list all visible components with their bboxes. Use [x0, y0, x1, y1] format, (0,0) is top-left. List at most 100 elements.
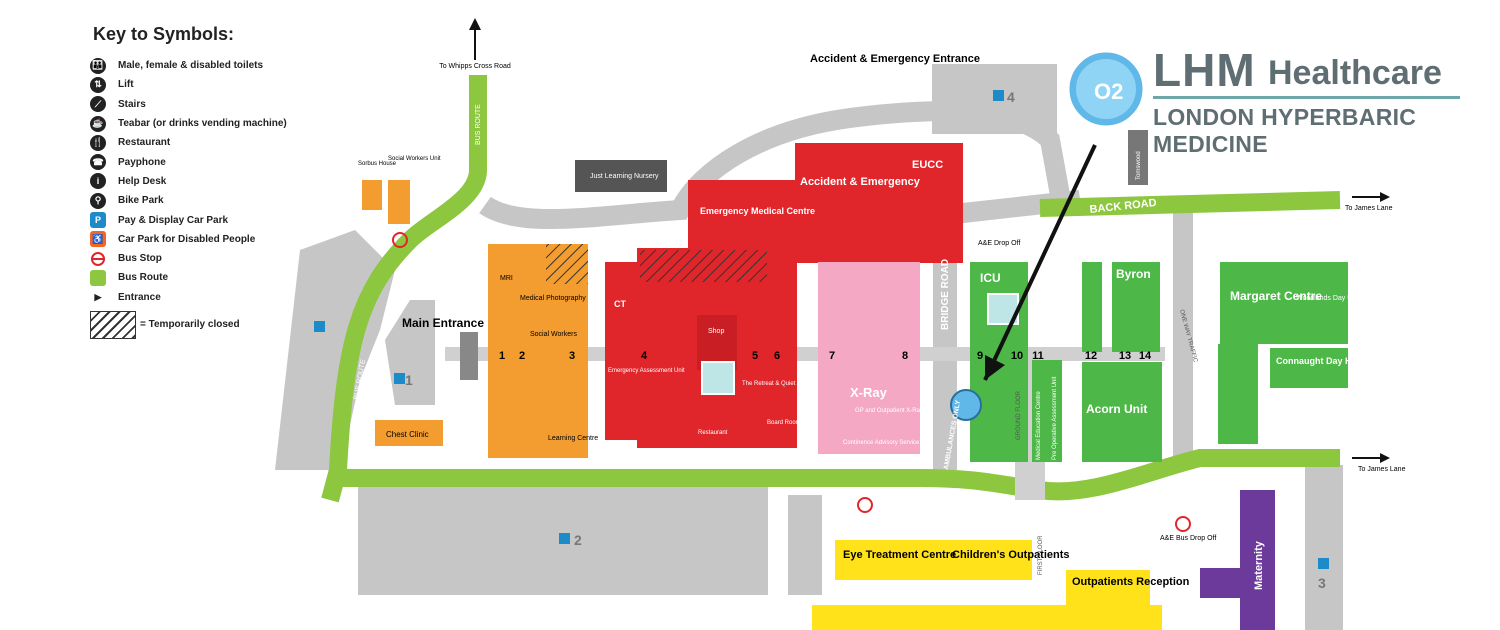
- medical-photography-label: Medical Photography: [520, 295, 586, 302]
- stairs-icon: ⟋: [90, 96, 106, 113]
- restaurant-label: Restaurant: [698, 430, 728, 436]
- bus-route-south: [338, 449, 1340, 501]
- key-row: Bus Stop: [90, 249, 287, 268]
- closed-area-orange: [546, 244, 588, 284]
- margaret-centre-label: Margaret Centre: [1230, 289, 1322, 303]
- east-arrowhead-2: [1380, 453, 1390, 463]
- bus-stop-icon-2: [857, 497, 873, 513]
- outpatients-block: [812, 605, 1162, 630]
- p3-number: 3: [1318, 575, 1326, 591]
- entrance-icon: ▶: [94, 291, 102, 302]
- p1-sign: [394, 373, 405, 384]
- p3-sign: [1318, 558, 1329, 569]
- key-row: ♿Car Park for Disabled People: [90, 230, 287, 249]
- lhm-location-marker[interactable]: [950, 389, 982, 421]
- o2-text: O2: [1094, 79, 1123, 104]
- childrens-outpatients-label: Children's Outpatients: [952, 549, 1070, 561]
- toilets-icon: 👪: [90, 57, 106, 74]
- bus-stop-icon: [90, 251, 106, 267]
- gp-xray-label: GP and Outpatient X-Ray: [855, 408, 923, 414]
- woodlands-label: Woodlands Day Unit: [1296, 295, 1360, 302]
- ct-building: [605, 262, 637, 440]
- to-james-label-1: To James Lane: [1345, 205, 1393, 212]
- key-row: ☎Payphone: [90, 152, 287, 171]
- emergency-medical-centre-label: Emergency Medical Centre: [700, 206, 815, 216]
- corridor-number: 2: [519, 350, 525, 362]
- p1-number: 1: [405, 372, 413, 388]
- ae-label: Accident & Emergency: [800, 176, 921, 188]
- corridor-number: 6: [774, 350, 780, 362]
- car-park-small-area: [788, 495, 822, 595]
- eucc-label: EUCC: [912, 159, 943, 171]
- east-arrowhead-1: [1380, 192, 1390, 202]
- restaurant-icon: 🍴: [90, 134, 106, 151]
- brand-tagline: LONDON HYPERBARIC MEDICINE: [1153, 104, 1417, 157]
- help-desk-icon: i: [90, 173, 106, 190]
- just-learning-nursery-building: [575, 160, 667, 192]
- to-whipps-label: To Whipps Cross Road: [439, 63, 511, 70]
- key-closed-row: = Temporarily closed: [90, 310, 287, 339]
- maternity-wing: [1200, 568, 1245, 598]
- ae-building: [795, 143, 963, 263]
- corridor-number: 1: [499, 350, 505, 362]
- car-park-icon: P: [90, 212, 106, 229]
- main-entrance-label: Main Entrance: [402, 316, 484, 330]
- just-learning-label: Just Learning Nursery: [590, 173, 659, 180]
- social-workers-label: Social Workers: [530, 331, 577, 338]
- key-label: Help Desk: [118, 175, 167, 187]
- key-row: ⇅Lift: [90, 75, 287, 94]
- ae-entrance-label: Accident & Emergency Entrance: [810, 53, 980, 65]
- closed-area-red: [640, 250, 767, 282]
- shop-label: Shop: [708, 328, 724, 335]
- main-entrance-block: [460, 332, 478, 380]
- corridor-number: 7: [829, 350, 835, 362]
- key-label: Pay & Display Car Park: [118, 214, 229, 226]
- shop-building: [697, 315, 737, 370]
- continence-label: Continence Advisory Service: [843, 440, 920, 446]
- social-workers-unit-building: [388, 180, 410, 224]
- p2-sign: [559, 533, 570, 544]
- key-label: Teabar (or drinks vending machine): [118, 118, 287, 130]
- p4-number: 4: [1007, 89, 1015, 105]
- ct-label: CT: [614, 299, 626, 309]
- brand-name: LHM: [1153, 44, 1256, 96]
- car-park-3-area: [1305, 465, 1343, 630]
- pointer-line: [983, 144, 1097, 381]
- bike-park-icon: ⚲: [90, 192, 106, 209]
- tomswood-building: [1128, 130, 1148, 185]
- corridor-number: 9: [977, 350, 983, 362]
- key-label: Restaurant: [118, 137, 171, 149]
- chest-clinic-label: Chest Clinic: [386, 430, 429, 439]
- eye-treatment-label: Eye Treatment Centre: [843, 549, 956, 561]
- key-label: Bike Park: [118, 195, 164, 207]
- back-road: [1039, 191, 1341, 217]
- key-title: Key to Symbols:: [93, 24, 235, 44]
- key-label: Male, female & disabled toilets: [118, 60, 264, 72]
- bus-drop-off-label: A&E Bus Drop Off: [1160, 535, 1216, 542]
- acorn-unit-building: [1082, 362, 1162, 462]
- brand-divider: [1153, 96, 1460, 99]
- corridor-number: 14: [1139, 350, 1152, 362]
- connaught-building: [1270, 348, 1348, 388]
- emergency-medical-centre-building: [688, 180, 798, 250]
- outpatients-reception-building: [1066, 570, 1150, 610]
- byron-label: Byron: [1116, 267, 1151, 281]
- childrens-outpatients-building: [940, 540, 1032, 580]
- xray-building: [818, 262, 920, 454]
- key-row: ▶ Entrance: [90, 288, 287, 307]
- chest-clinic-building: [375, 420, 443, 446]
- acorn-unit-label: Acorn Unit: [1086, 402, 1147, 416]
- first-floor-label: FIRST FLOOR: [1038, 535, 1044, 575]
- bus-stop-icon-1: [392, 232, 408, 248]
- byron-building: [1112, 262, 1160, 352]
- bus-route-icon: [90, 269, 106, 286]
- corridor-number: 13: [1119, 350, 1131, 362]
- connaught-label: Connaught Day Hospital: [1276, 356, 1381, 366]
- key-list: 👪Male, female & disabled toilets⇅Lift⟋St…: [90, 56, 287, 339]
- key-label: Car Park for Disabled People: [118, 233, 256, 245]
- icu-courtyard: [987, 293, 1019, 325]
- margaret-centre-wing: [1218, 344, 1258, 444]
- medical-education-label: Medical Education Centre: [1036, 391, 1042, 460]
- key-label: Entrance: [118, 291, 161, 303]
